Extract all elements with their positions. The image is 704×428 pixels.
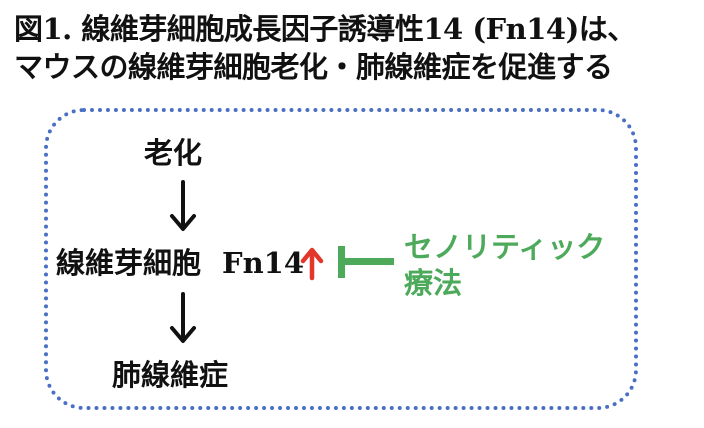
senolytic-label-line-1: セノリティック — [404, 230, 606, 264]
inhibition-bar-icon — [338, 246, 394, 278]
node-fibrosis: 肺線維症 — [112, 358, 229, 392]
node-fibroblast: 線維芽細胞 — [56, 246, 202, 280]
senolytic-label-line-2: 療法 — [404, 266, 463, 300]
down-arrow-icon — [170, 292, 196, 343]
node-aging: 老化 — [144, 136, 203, 170]
title-line-1: 図1. 線維芽細胞成長因子誘導性14 (Fn14)は、 — [14, 12, 636, 46]
down-arrow-icon — [170, 180, 196, 231]
title-line-2: マウスの線維芽細胞老化・肺線維症を促進する — [14, 50, 613, 84]
up-arrow-icon — [300, 247, 324, 281]
diagram-frame — [44, 108, 638, 410]
node-fn14: Fn14 — [222, 246, 305, 280]
